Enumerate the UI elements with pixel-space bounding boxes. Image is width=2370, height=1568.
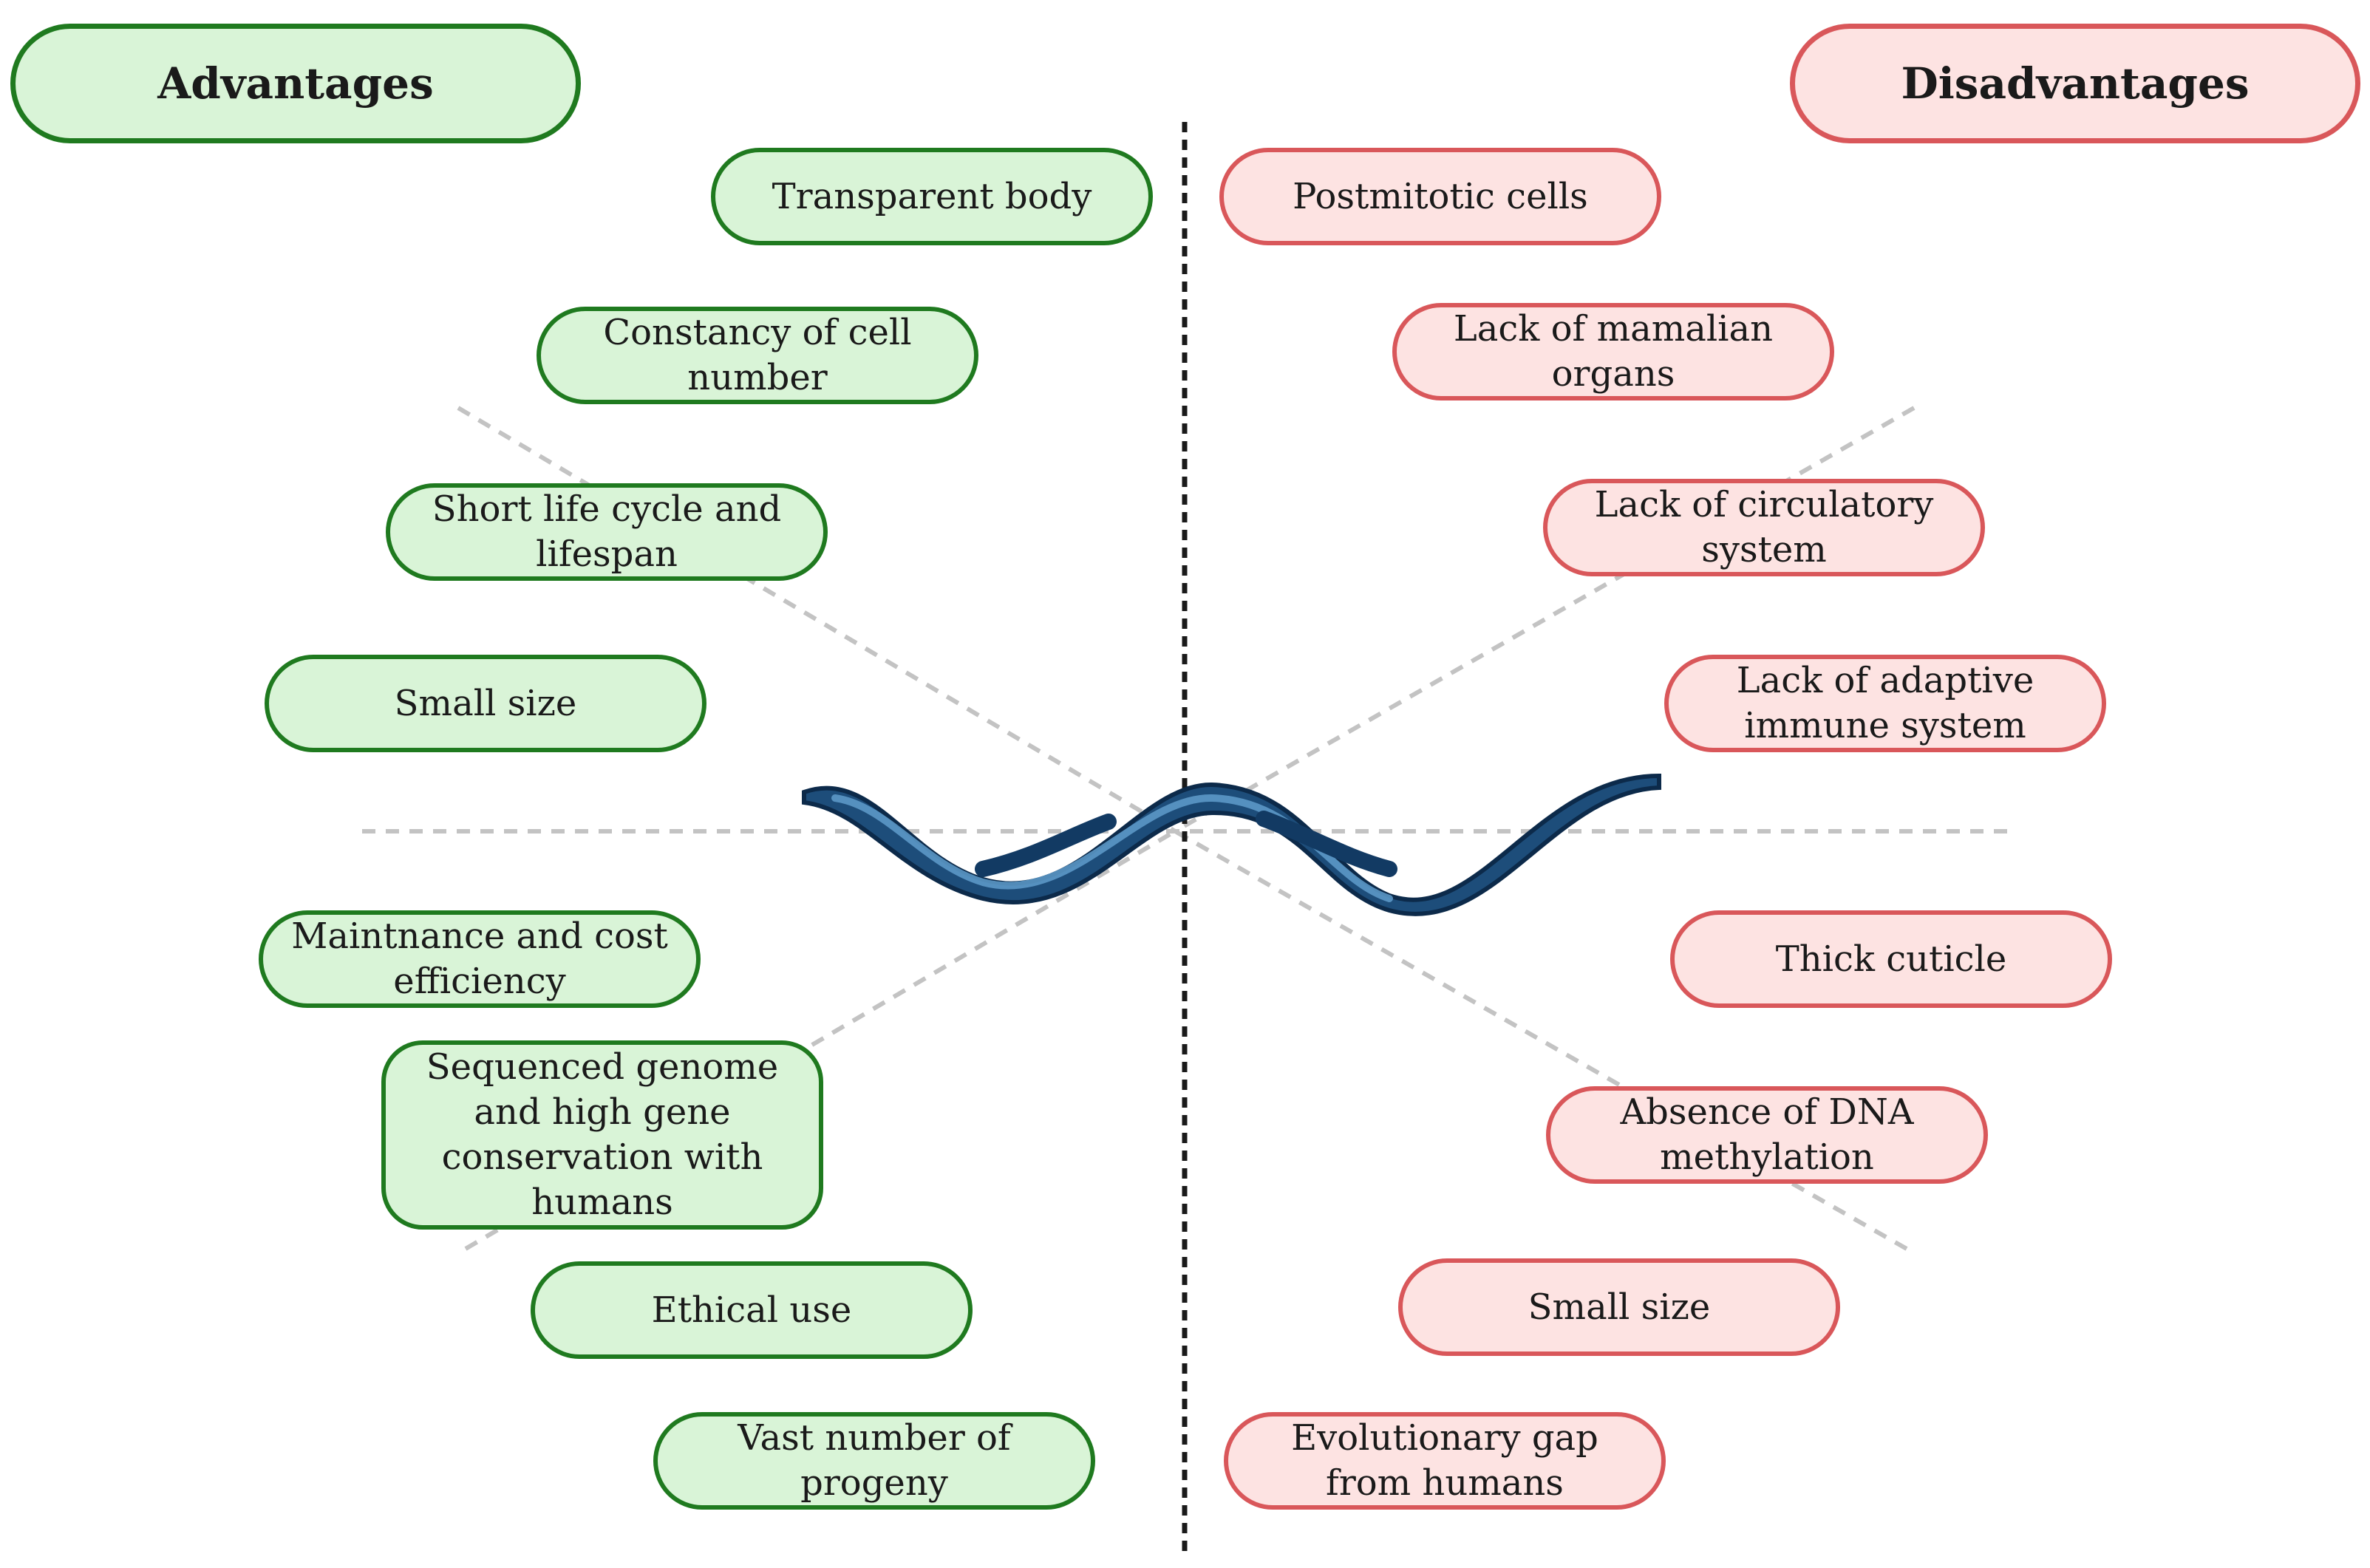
disadvantage-item: Lack of circulatory system (1543, 479, 1985, 576)
nematode-worm-icon (802, 773, 1661, 916)
disadvantage-item: Lack of adaptive immune system (1664, 655, 2106, 752)
guide-line-upper-left (457, 406, 1177, 834)
disadvantage-item: Thick cuticle (1670, 910, 2112, 1008)
disadvantage-item: Postmitotic cells (1219, 148, 1661, 245)
disadvantage-item: Evolutionary gap from humans (1224, 1412, 1666, 1510)
advantage-item: Vast number of progeny (653, 1412, 1095, 1510)
advantage-item: Transparent body (711, 148, 1153, 245)
advantage-item: Sequenced genome and high gene conservat… (381, 1040, 823, 1230)
disadvantage-item: Lack of mamalian organs (1392, 303, 1834, 400)
advantage-item: Small size (265, 655, 706, 752)
disadvantages-header: Disadvantages (1790, 24, 2360, 143)
guide-line-lower-left (464, 829, 1177, 1251)
advantage-item: Constancy of cell number (537, 307, 978, 404)
guide-line-lower-right (1174, 829, 1908, 1251)
disadvantage-item: Absence of DNA methylation (1546, 1086, 1988, 1184)
guide-line-upper-right (1174, 406, 1916, 834)
advantage-item: Short life cycle and lifespan (386, 483, 828, 581)
advantages-header: Advantages (10, 24, 581, 143)
advantage-item: Ethical use (531, 1261, 973, 1359)
advantage-item: Maintnance and cost efficiency (259, 910, 701, 1008)
disadvantage-item: Small size (1398, 1258, 1840, 1356)
